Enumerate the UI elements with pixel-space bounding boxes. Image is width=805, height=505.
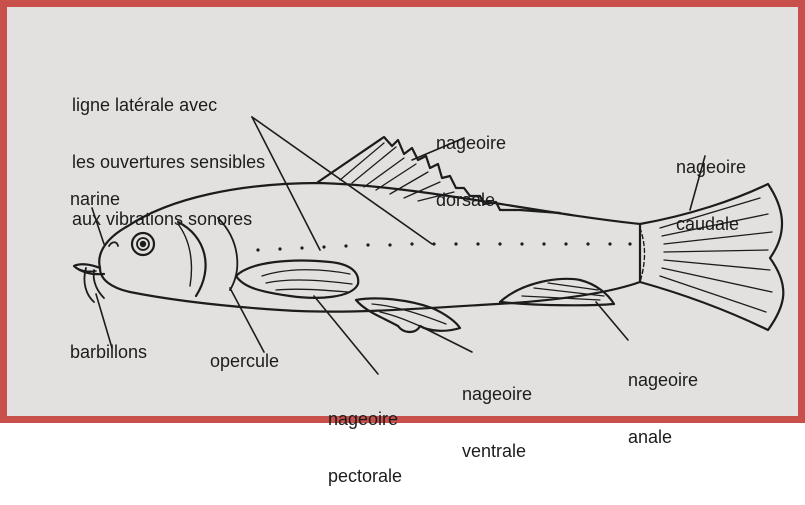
- label-lateral-line-2: les ouvertures sensibles: [72, 153, 265, 172]
- label-lateral-line-1: ligne latérale avec: [72, 96, 265, 115]
- label-ventral-fin: nageoire ventrale: [462, 347, 532, 480]
- label-narine: narine: [70, 190, 120, 209]
- label-pectoral-1: nageoire: [328, 410, 402, 429]
- label-dorsal-2: dorsale: [436, 191, 506, 210]
- label-caudal-1: nageoire: [676, 158, 746, 177]
- ventral-fin: [356, 298, 460, 332]
- label-anal-2: anale: [628, 428, 698, 447]
- label-ventral-1: nageoire: [462, 385, 532, 404]
- label-barbillons: barbillons: [70, 343, 147, 362]
- label-opercule: opercule: [210, 352, 279, 371]
- label-pectoral-2: pectorale: [328, 467, 402, 486]
- label-dorsal-1: nageoire: [436, 134, 506, 153]
- label-dorsal-fin: nageoire dorsale: [436, 96, 506, 229]
- label-pectoral-fin: nageoire pectorale: [328, 372, 402, 505]
- label-lateral-line-3: aux vibrations sonores: [72, 210, 265, 229]
- label-caudal-2: caudale: [676, 215, 746, 234]
- label-ventral-2: ventrale: [462, 442, 532, 461]
- label-anal-fin: nageoire anale: [628, 333, 698, 466]
- label-lateral-line: ligne latérale avec les ouvertures sensi…: [72, 58, 265, 248]
- lateral-line-dots: [256, 242, 631, 251]
- label-caudal-fin: nageoire caudale: [676, 120, 746, 253]
- pectoral-fin: [236, 261, 358, 298]
- label-anal-1: nageoire: [628, 371, 698, 390]
